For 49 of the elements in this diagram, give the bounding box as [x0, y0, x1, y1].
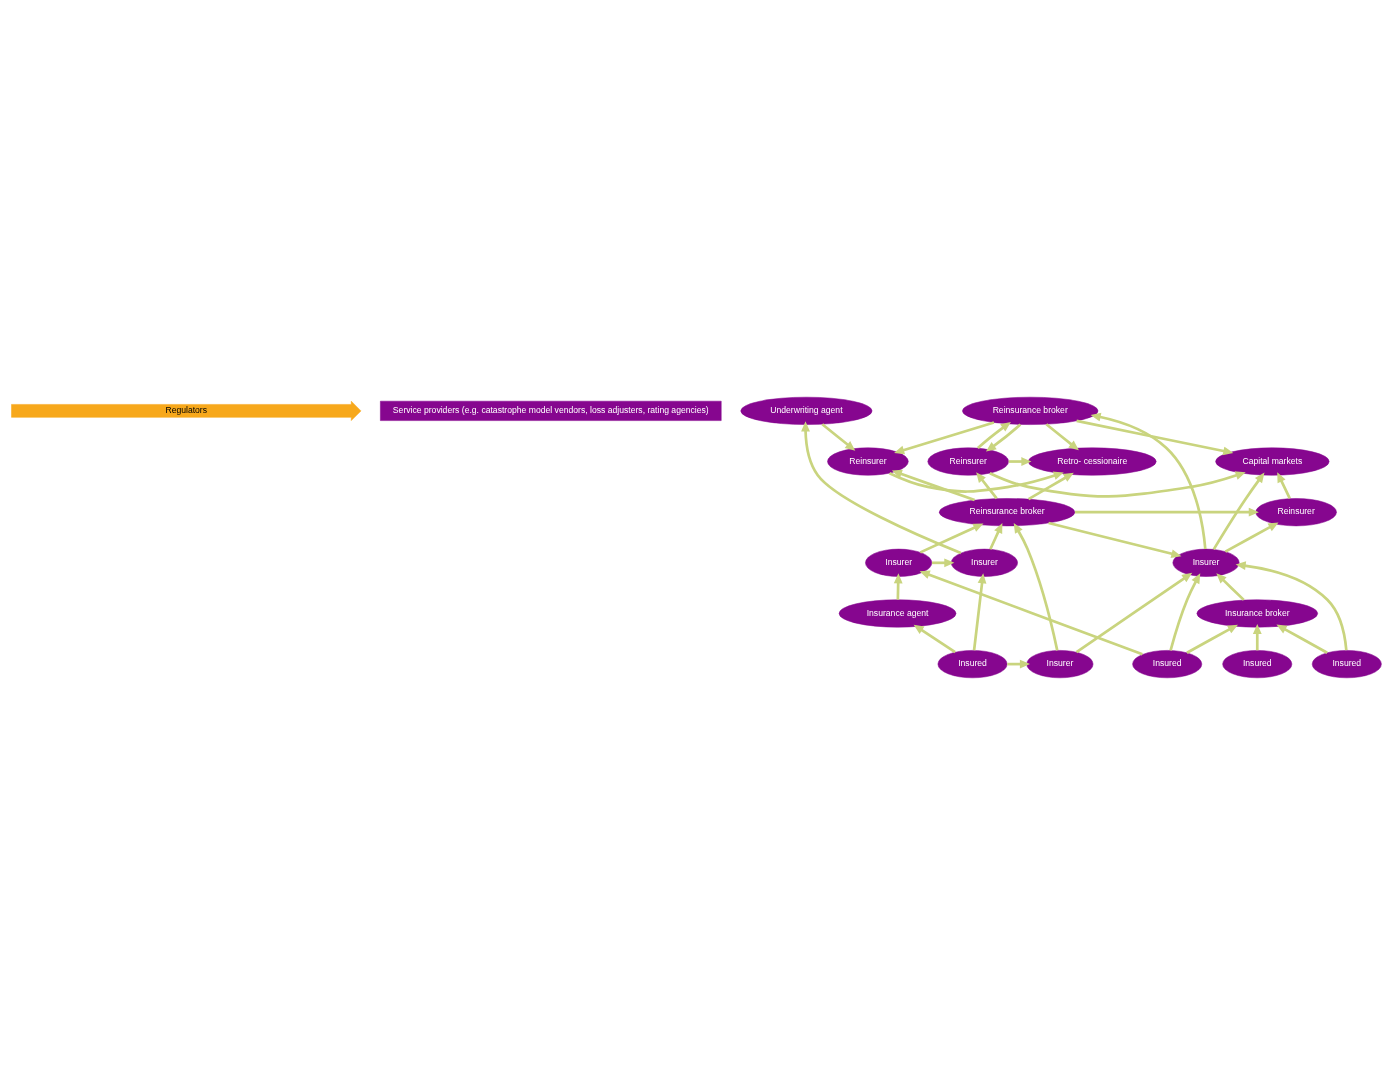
node-ellipse: Reinsurance broker [962, 396, 1099, 425]
arrow [1013, 522, 1059, 651]
node-ellipse: Insurance agent [838, 599, 957, 627]
arrow [1276, 624, 1328, 654]
node-ellipse: Insurance broker [1196, 599, 1318, 627]
node-ellipse: Underwriting agent [740, 396, 873, 425]
arrow [1027, 472, 1074, 500]
node-ellipse: Insured [1132, 649, 1203, 678]
arrow [888, 470, 1064, 493]
arrow [972, 572, 987, 650]
node-ellipse: Reinsurer [1255, 497, 1337, 526]
node-ellipse: Insurer [950, 548, 1018, 577]
arrow [1048, 521, 1182, 558]
arrow [1235, 560, 1348, 650]
arrow [919, 570, 1143, 656]
arrow [976, 421, 1011, 449]
arrow [1277, 471, 1291, 499]
arrow [894, 420, 995, 454]
node-ellipse: Insured [1222, 649, 1293, 678]
node-ellipse: Reinsurer [927, 447, 1009, 475]
node-ellipse: Insured [1311, 649, 1382, 678]
arrow [1074, 507, 1259, 517]
arrow [985, 423, 1022, 452]
node-ellipse: Retro- cessionaire [1028, 447, 1157, 475]
arrow [1045, 422, 1079, 450]
node-ellipse: Insurer [1026, 649, 1094, 678]
arrow [1090, 412, 1207, 549]
node-ellipse: Insured [937, 649, 1008, 678]
label: Service providers (e.g. catastrophe model vendors, loss adjusters, rating agencies) [392, 404, 709, 415]
arrow [1216, 572, 1245, 601]
arrow [1224, 521, 1279, 553]
arrow [1075, 572, 1193, 653]
arrow [1169, 572, 1201, 651]
arrow [1008, 456, 1032, 466]
label: Regulators [165, 404, 208, 415]
arrow [913, 624, 956, 653]
arrow [1252, 623, 1262, 650]
arrow [821, 422, 856, 451]
arrow [801, 420, 962, 554]
arrow [1186, 624, 1238, 654]
arrow [989, 522, 1003, 550]
arrow [931, 557, 955, 567]
arrow [919, 523, 984, 554]
arrow [989, 470, 1246, 498]
arrow [891, 469, 976, 501]
arrow [1212, 472, 1265, 550]
arrow [1076, 419, 1234, 455]
arrow [976, 471, 998, 499]
node-ellipse: Reinsurance broker [938, 497, 1076, 526]
